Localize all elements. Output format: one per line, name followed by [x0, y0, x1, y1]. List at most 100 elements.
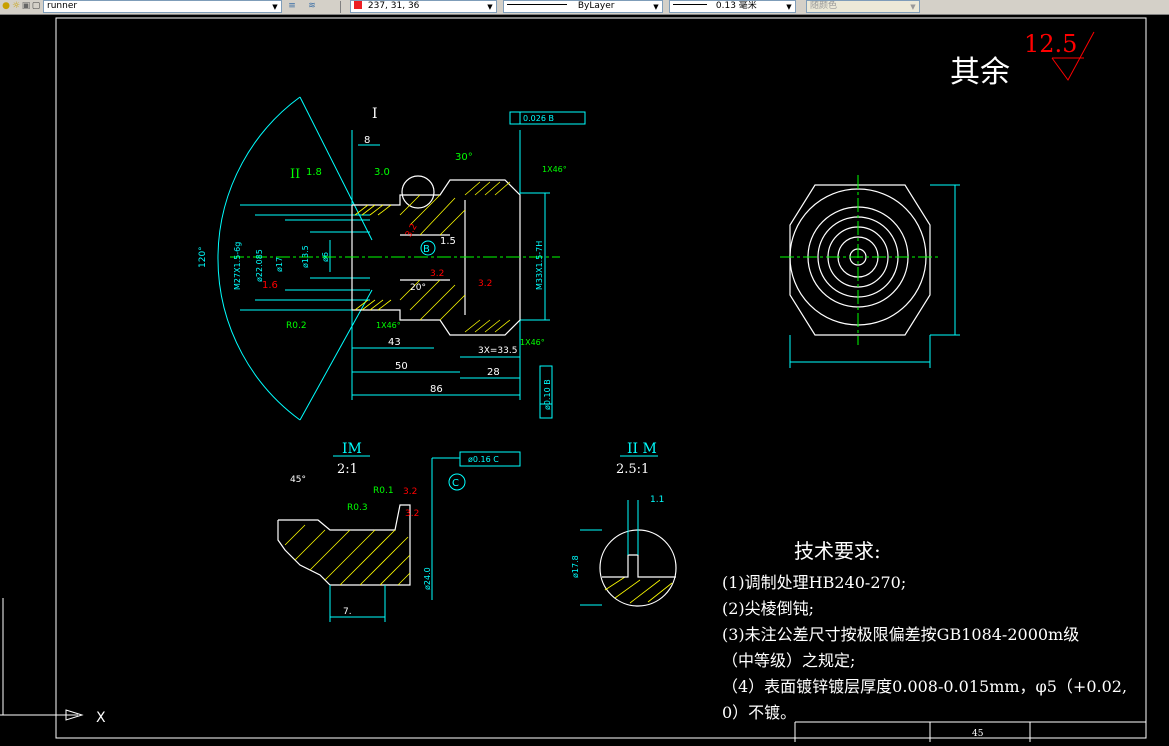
cad-drawing[interactable]: 45 其余 12.5 [0, 15, 1169, 742]
datum-B-label: B [423, 244, 430, 255]
linetype-line [507, 4, 567, 5]
side-view-centerlines [780, 175, 940, 345]
datum-C-label: C [452, 478, 459, 489]
drawing-canvas[interactable]: 45 其余 12.5 [0, 15, 1169, 742]
dim-20deg: 20° [410, 283, 426, 293]
dim-120deg: 120° [198, 246, 208, 268]
tech-line-6: 0）不镀。 [722, 703, 797, 722]
drawing-frame [55, 17, 1147, 739]
dim-d24: ø24.0 [423, 567, 432, 590]
detail-II-hatch [604, 576, 673, 604]
chevron-down-icon[interactable]: ▼ [272, 3, 278, 11]
linetype-dropdown[interactable]: ByLayer ▼ [503, 0, 663, 13]
detail-II-groove [602, 554, 676, 578]
lineweight-dropdown[interactable]: 0.13 毫米 ▼ [669, 0, 796, 13]
dim-r0-2: R0.2 [286, 321, 307, 331]
dim-45deg: 45° [290, 475, 306, 485]
roughness-1-6: 1.6 [262, 280, 278, 291]
datum-C-marker [448, 473, 466, 491]
dim-1-1: 1.1 [650, 495, 664, 505]
sun-icon[interactable]: ☼ [11, 1, 21, 11]
layer-color-icon[interactable]: ▢ [31, 1, 41, 11]
ucs-icon [0, 598, 84, 721]
tech-line-5: （4）表面镀锌镀层厚度0.008-0.015mm，φ5（+0.02, [722, 677, 1128, 696]
color-dropdown[interactable]: 237, 31, 36 ▼ [350, 0, 497, 13]
tech-requirements: 技术要求: (1)调制处理HB240-270; (2)尖棱倒钝; (3)未注公差… [722, 535, 1127, 726]
dim-43: 43 [388, 337, 401, 348]
color-value: 237, 31, 36 [367, 1, 420, 11]
lock-icon[interactable]: ▣ [21, 1, 31, 11]
color-swatch [354, 1, 362, 9]
detail-I-callout: I [372, 106, 378, 122]
dim-d17: ø17 [275, 257, 284, 272]
detail-I-scale: 2:1 [337, 462, 358, 477]
side-view-dims [789, 184, 960, 368]
detail-II-dimlines [580, 500, 639, 606]
detail-II-scale: 2.5:1 [616, 462, 649, 477]
tech-line-2: (2)尖棱倒钝; [722, 599, 815, 618]
lineweight-line [673, 4, 707, 5]
detail-II-title: II M [627, 441, 657, 457]
dim-8: 8 [364, 135, 370, 146]
dim-thread-m33: M33X1.5-7H [535, 241, 544, 290]
dim-d6: ø6 [321, 252, 330, 262]
detail-I-outline [277, 504, 411, 586]
chevron-down-icon[interactable]: ▼ [487, 3, 493, 11]
tech-line-1: (1)调制处理HB240-270; [722, 573, 907, 592]
chevron-down-icon[interactable]: ▼ [653, 3, 659, 11]
layer-dropdown[interactable]: runner ▼ [43, 0, 282, 13]
roughness-3-2-c: 3.2 [478, 279, 492, 289]
separator [340, 1, 341, 13]
lineweight-value: 0.13 毫米 [715, 1, 757, 11]
main-dimension-text: I II 8 1.8 3.0 30° 1X46° 120° M27X1.5-6g… [198, 106, 567, 410]
tech-line-4: （中等级）之规定; [722, 651, 856, 670]
dim-d17-8: ø17.8 [571, 555, 580, 578]
dim-chamfer-right: 1X46° [520, 338, 545, 347]
dim-d22: ø22.085 [255, 249, 264, 282]
layer-name: runner [47, 1, 78, 11]
layer-previous-icon[interactable]: ≋ [308, 1, 316, 11]
datum-B-marker [420, 240, 436, 256]
dim-d13-5: ø13.5 [301, 245, 310, 268]
roughness-3-2-d: 3.2 [403, 487, 417, 497]
roughness-label: 其余 [950, 55, 1010, 90]
dim-r0-3: R0.3 [347, 503, 368, 513]
tech-line-3: (3)未注公差尺寸按极限偏差按GB1084-2000m级 [722, 625, 1080, 644]
tolerance-frame-2: ø0.16 C [468, 455, 499, 464]
main-part-outline [351, 175, 521, 336]
tech-title: 技术要求: [794, 539, 881, 563]
plotstyle-dropdown[interactable]: 随颜色 ▼ [806, 0, 920, 13]
layer-states-icon[interactable]: ≡ [288, 1, 296, 11]
chevron-down-icon[interactable]: ▼ [786, 3, 792, 11]
detail-I-hatch [284, 524, 411, 586]
dim-chamfer-bottom: 1X46° [376, 321, 401, 330]
detail-II-callout: II [290, 167, 300, 182]
title-block-number: 45 [972, 729, 984, 739]
roughness-symbol [1051, 31, 1095, 81]
dim-1-5: 1.5 [440, 236, 456, 247]
linetype-value: ByLayer [577, 1, 615, 11]
dim-1-8: 1.8 [306, 167, 322, 178]
dim-7: 7. [343, 607, 352, 617]
dim-3-0: 3.0 [374, 167, 390, 178]
ucs-x-label: X [96, 710, 106, 726]
dim-chamfer-top: 1X46° [542, 165, 567, 174]
tolerance-frame-1: 0.026 B [523, 114, 554, 123]
plotstyle-value: 随颜色 [810, 1, 838, 11]
roughness-3-2-b: 3.2 [430, 269, 444, 279]
roughness-3-2-e: 3.2 [405, 509, 419, 519]
dim-thread-m27: M27X1.5-6g [233, 242, 242, 290]
dim-28: 28 [487, 367, 500, 378]
dim-50: 50 [395, 361, 408, 372]
detail-I-title: IM [342, 441, 362, 457]
dim-86: 86 [430, 384, 443, 395]
bulb-icon[interactable]: ● [2, 1, 10, 11]
tolerance-frame-3: ø0.10 B [543, 379, 552, 410]
detail-I-dimlines [329, 451, 521, 622]
dim-r0-1: R0.1 [373, 486, 394, 496]
dim-30deg: 30° [455, 152, 473, 163]
properties-toolbar: ● ☼ ▣ ▢ runner ▼ ≡ ≋ 237, 31, 36 ▼ ByLay… [0, 0, 1169, 15]
detail-I-dims: 45° R0.1 R0.3 3.2 3.2 7. ø24.0 ø0.16 C [290, 455, 499, 617]
roughness-3-2-a: 3.2 [404, 222, 420, 239]
chevron-down-icon[interactable]: ▼ [910, 3, 916, 11]
